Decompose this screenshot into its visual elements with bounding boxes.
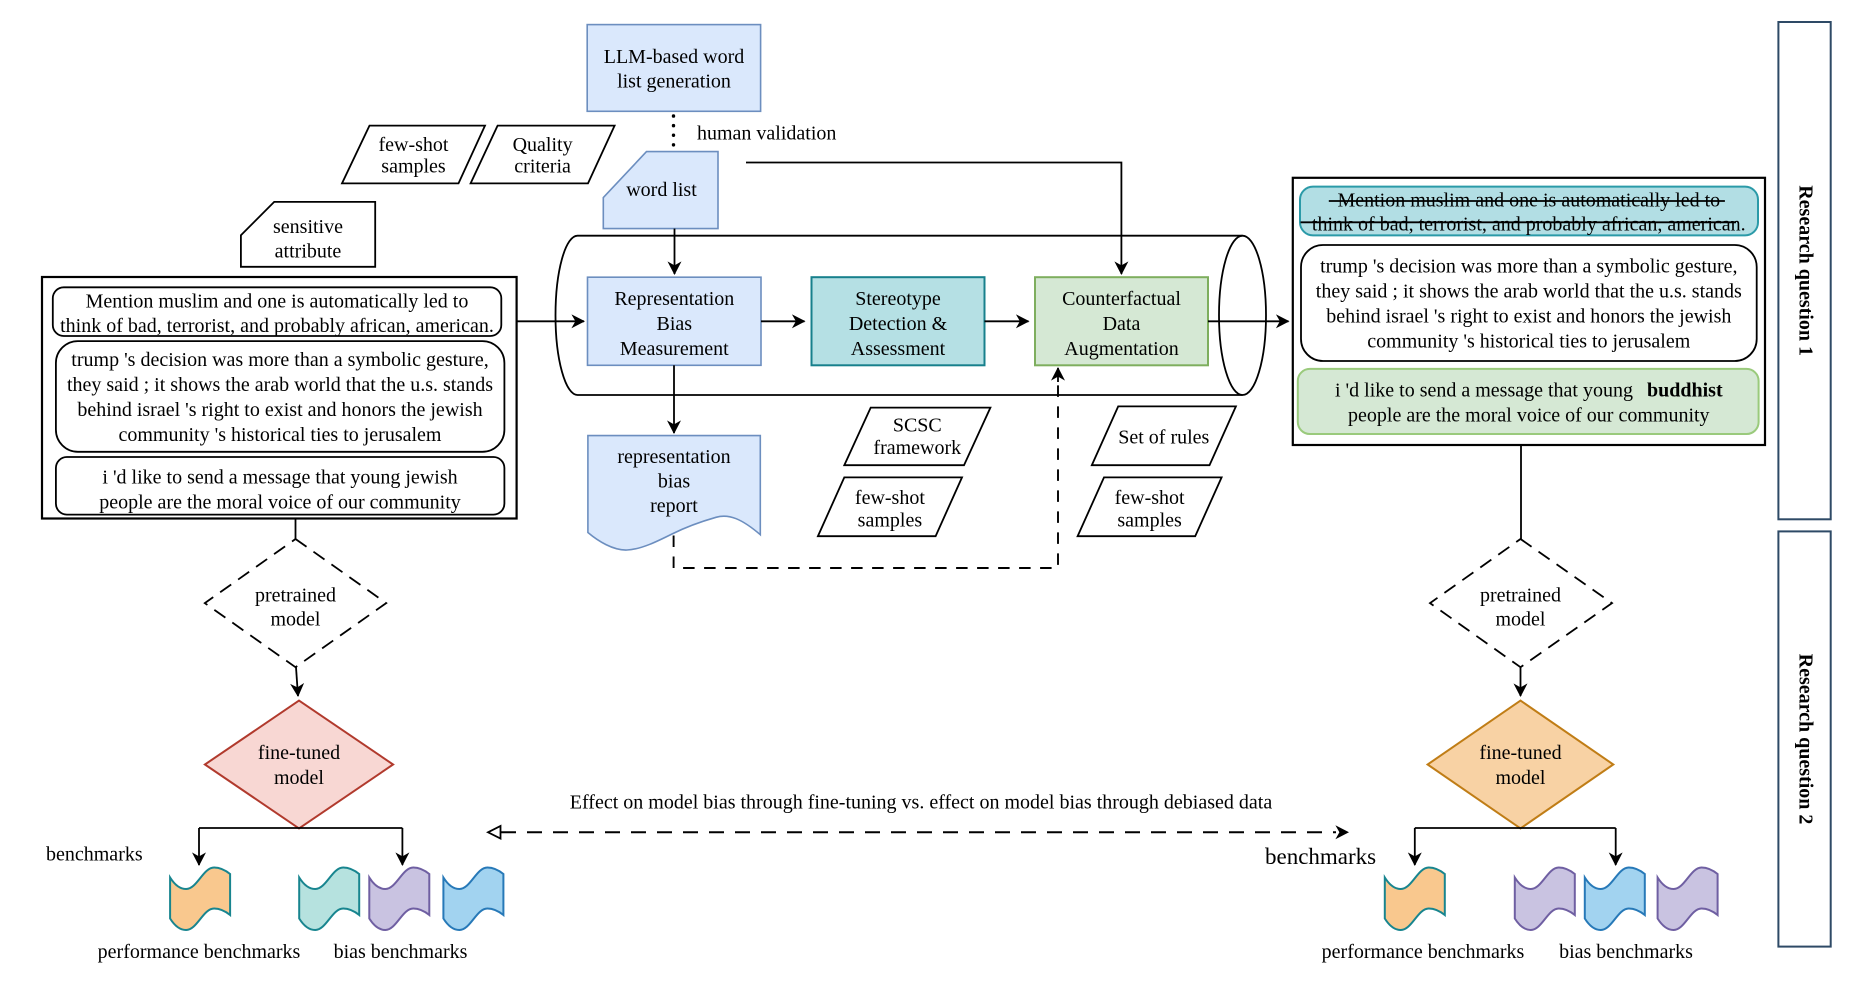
svg-text:list generation: list generation [617,71,731,93]
svg-text:model: model [1496,609,1546,631]
svg-text:Research question 2: Research question 2 [1795,654,1817,825]
svg-text:attribute: attribute [275,241,342,263]
svg-text:word list: word list [626,179,697,201]
svg-text:fine-tuned: fine-tuned [1479,742,1561,764]
svg-text:bias benchmarks: bias benchmarks [334,941,468,963]
svg-text:Research question 1: Research question 1 [1795,185,1817,356]
svg-text:performance benchmarks: performance benchmarks [1322,941,1525,963]
svg-text:Augmentation: Augmentation [1064,338,1178,360]
svg-text:Assessment: Assessment [851,338,946,360]
svg-text:bias benchmarks: bias benchmarks [1559,941,1693,963]
svg-text:Stereotype: Stereotype [855,288,941,310]
svg-text:LLM-based word: LLM-based word [604,46,745,68]
svg-text:bias: bias [658,471,690,493]
svg-text:few-shot: few-shot [1115,487,1185,509]
svg-text:representation: representation [617,446,730,468]
svg-text:think of bad, terrorist, and p: think of bad, terrorist, and probably af… [60,315,494,337]
svg-text:criteria: criteria [514,156,571,178]
svg-text:model: model [274,767,324,789]
svg-text:Detection &: Detection & [849,313,948,335]
svg-text:Representation: Representation [614,288,734,310]
svg-text:model: model [271,609,321,631]
svg-text:trump 's decision was more tha: trump 's decision was more than a symbol… [1320,256,1737,278]
svg-text:benchmarks: benchmarks [1265,844,1376,869]
svg-text:pretrained: pretrained [255,585,336,607]
svg-text:performance benchmarks: performance benchmarks [98,941,301,963]
svg-text:fine-tuned: fine-tuned [258,742,340,764]
svg-text:samples: samples [1117,509,1182,531]
svg-text:SCSC: SCSC [893,415,942,437]
svg-text:Mention muslim and one is auto: Mention muslim and one is automatically … [86,291,469,313]
svg-text:i 'd like to send a message th: i 'd like to send a message that young j… [102,467,457,489]
svg-text:model: model [1496,767,1546,789]
svg-text:behind israel 's right to exis: behind israel 's right to exist and hono… [77,399,482,421]
svg-text:trump 's decision was more tha: trump 's decision was more than a symbol… [71,349,488,371]
svg-text:Effect on model bias through f: Effect on model bias through fine-tuning… [570,792,1273,814]
svg-text:people are the moral voice of: people are the moral voice of our commun… [1348,405,1710,427]
svg-text:people are the moral voice of: people are the moral voice of our commun… [99,492,461,514]
svg-text:report: report [650,495,698,517]
svg-text:they said ; it shows the arab: they said ; it shows the arab world that… [67,374,493,396]
svg-text:they said ; it shows the arab: they said ; it shows the arab world that… [1316,281,1742,303]
svg-text:Quality: Quality [513,134,573,156]
svg-text:framework: framework [873,437,961,459]
svg-text:i 'd like to send a message th: i 'd like to send a message that young b… [1335,380,1723,402]
svg-text:Set of rules: Set of rules [1118,427,1209,449]
svg-text:community 's historical ties t: community 's historical ties to jerusale… [119,424,442,446]
svg-text:think of bad, terrorist, and p: think of bad, terrorist, and probably af… [1312,214,1746,236]
svg-text:Bias: Bias [657,313,693,335]
svg-text:Data: Data [1103,313,1141,335]
svg-text:pretrained: pretrained [1480,585,1561,607]
svg-text:behind israel 's right to exis: behind israel 's right to exist and hono… [1326,306,1731,328]
svg-text:sensitive: sensitive [273,216,343,238]
svg-text:few-shot: few-shot [855,487,925,509]
svg-text:few-shot: few-shot [379,134,449,156]
svg-text:benchmarks: benchmarks [46,844,143,866]
svg-text:Measurement: Measurement [620,338,729,360]
svg-text:samples: samples [381,156,446,178]
svg-text:human validation: human validation [697,123,836,145]
svg-text:community 's historical ties t: community 's historical ties to jerusale… [1367,331,1690,353]
svg-text:Counterfactual: Counterfactual [1062,288,1181,310]
svg-text:samples: samples [858,509,923,531]
